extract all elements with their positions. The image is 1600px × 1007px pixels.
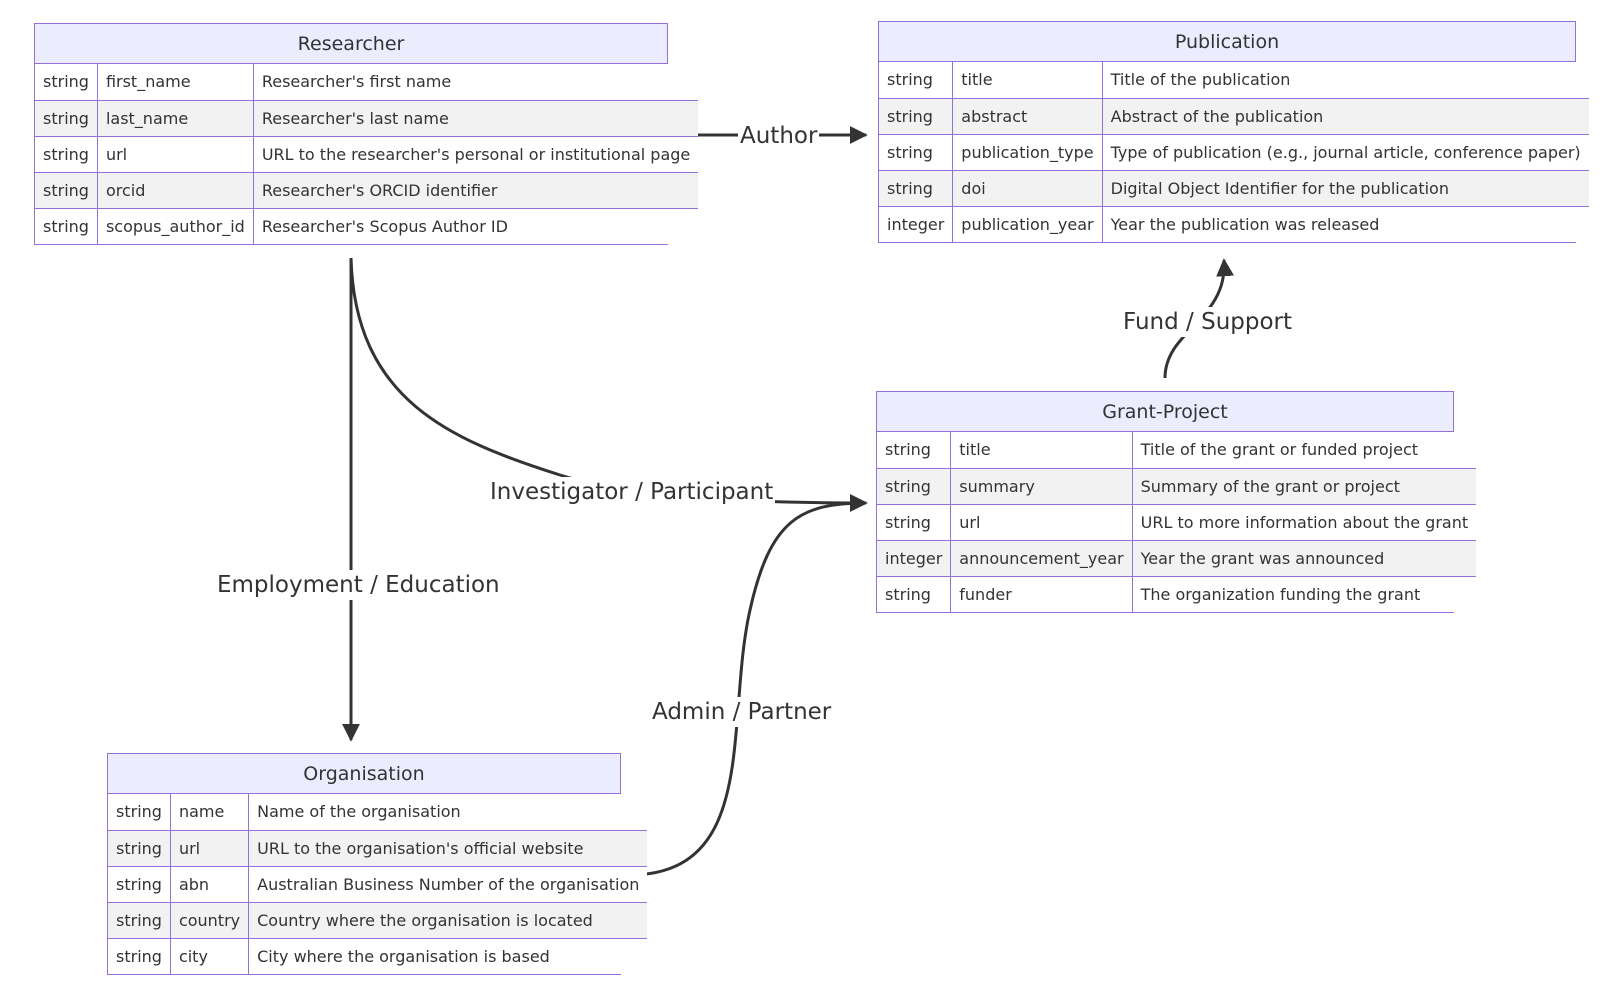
attribute-table: string name Name of the organisation str…: [108, 794, 648, 974]
attribute-table: string first_name Researcher's first nam…: [35, 64, 699, 244]
attr-name: abn: [170, 865, 250, 902]
attr-type: integer: [879, 205, 954, 242]
attr-name: scopus_author_id: [97, 207, 254, 244]
attr-name: name: [170, 794, 250, 830]
edge-label-investigator: Investigator / Participant: [488, 477, 776, 507]
entity-researcher: Researcher string first_name Researcher'…: [34, 23, 699, 245]
attr-type: string: [108, 937, 171, 974]
attr-type: integer: [877, 539, 952, 576]
entity-grant-project: Grant-Project string title Title of the …: [876, 391, 1477, 613]
attr-name: announcement_year: [950, 539, 1133, 576]
attr-type: string: [35, 135, 98, 172]
attr-desc: Researcher's Scopus Author ID: [253, 207, 699, 244]
attr-desc: City where the organisation is based: [248, 937, 648, 974]
attr-name: first_name: [97, 64, 254, 100]
attr-desc: Australian Business Number of the organi…: [248, 865, 648, 902]
attr-name: title: [952, 62, 1103, 98]
table-row: string url URL to the organisation's off…: [108, 829, 648, 866]
attr-name: publication_type: [952, 133, 1103, 170]
table-row: string url URL to more information about…: [877, 503, 1477, 540]
attr-desc: URL to the organisation's official websi…: [248, 829, 648, 866]
table-row: string first_name Researcher's first nam…: [35, 64, 699, 100]
attr-type: string: [35, 207, 98, 244]
attr-type: string: [108, 865, 171, 902]
attr-desc: URL to more information about the grant: [1132, 503, 1477, 540]
attr-type: string: [35, 64, 98, 100]
attr-desc: Country where the organisation is locate…: [248, 901, 648, 938]
attr-name: url: [97, 135, 254, 172]
attr-desc: Title of the grant or funded project: [1132, 432, 1477, 468]
attr-name: country: [170, 901, 250, 938]
edge-label-author: Author: [738, 121, 820, 151]
attr-name: city: [170, 937, 250, 974]
attr-desc: Researcher's last name: [253, 99, 699, 136]
table-row: string title Title of the publication: [879, 62, 1589, 98]
attr-name: url: [950, 503, 1133, 540]
table-row: string scopus_author_id Researcher's Sco…: [35, 207, 699, 244]
attr-type: string: [879, 97, 954, 134]
attr-name: abstract: [952, 97, 1103, 134]
table-row: string last_name Researcher's last name: [35, 99, 699, 136]
entity-title: Publication: [879, 22, 1575, 62]
attr-name: orcid: [97, 171, 254, 208]
attr-type: string: [35, 171, 98, 208]
entity-title: Grant-Project: [877, 392, 1453, 432]
table-row: string funder The organization funding t…: [877, 575, 1477, 612]
entity-title: Researcher: [35, 24, 667, 64]
edge-investigator: [349, 257, 868, 512]
attr-name: last_name: [97, 99, 254, 136]
table-row: string publication_type Type of publicat…: [879, 133, 1589, 170]
attr-desc: Year the grant was announced: [1132, 539, 1477, 576]
attr-name: title: [950, 432, 1133, 468]
table-row: string country Country where the organis…: [108, 901, 648, 938]
attr-type: string: [877, 575, 952, 612]
attr-name: funder: [950, 575, 1133, 612]
attr-type: string: [879, 62, 954, 98]
table-row: string doi Digital Object Identifier for…: [879, 169, 1589, 206]
attr-name: doi: [952, 169, 1103, 206]
attr-desc: Summary of the grant or project: [1132, 467, 1477, 504]
attr-name: publication_year: [952, 205, 1103, 242]
attr-desc: Name of the organisation: [248, 794, 648, 830]
attr-desc: The organization funding the grant: [1132, 575, 1477, 612]
table-row: string city City where the organisation …: [108, 937, 648, 974]
attribute-table: string title Title of the publication st…: [879, 62, 1589, 242]
table-row: string url URL to the researcher's perso…: [35, 135, 699, 172]
entity-organisation: Organisation string name Name of the org…: [107, 753, 648, 975]
table-row: string title Title of the grant or funde…: [877, 432, 1477, 468]
table-row: string summary Summary of the grant or p…: [877, 467, 1477, 504]
attr-type: string: [108, 794, 171, 830]
entity-title: Organisation: [108, 754, 620, 794]
attr-type: string: [879, 133, 954, 170]
edge-admin-partner: [628, 494, 868, 877]
attr-type: string: [35, 99, 98, 136]
table-row: string abn Australian Business Number of…: [108, 865, 648, 902]
entity-publication: Publication string title Title of the pu…: [878, 21, 1589, 243]
edge-label-admin-partner: Admin / Partner: [650, 697, 834, 727]
table-row: string orcid Researcher's ORCID identifi…: [35, 171, 699, 208]
table-row: integer publication_year Year the public…: [879, 205, 1589, 242]
table-row: integer announcement_year Year the grant…: [877, 539, 1477, 576]
edge-label-fund-support: Fund / Support: [1121, 307, 1295, 337]
attr-desc: Title of the publication: [1102, 62, 1589, 98]
edge-label-employment: Employment / Education: [215, 570, 502, 600]
attr-type: string: [877, 503, 952, 540]
attr-type: string: [877, 467, 952, 504]
attr-type: string: [108, 901, 171, 938]
attr-name: url: [170, 829, 250, 866]
attr-desc: Type of publication (e.g., journal artic…: [1102, 133, 1589, 170]
table-row: string name Name of the organisation: [108, 794, 648, 830]
attr-desc: Researcher's ORCID identifier: [253, 171, 699, 208]
attr-desc: Digital Object Identifier for the public…: [1102, 169, 1589, 206]
attr-type: string: [879, 169, 954, 206]
attr-desc: URL to the researcher's personal or inst…: [253, 135, 699, 172]
attr-type: string: [877, 432, 952, 468]
table-row: string abstract Abstract of the publicat…: [879, 97, 1589, 134]
attr-desc: Abstract of the publication: [1102, 97, 1589, 134]
attr-desc: Year the publication was released: [1102, 205, 1589, 242]
attr-name: summary: [950, 467, 1133, 504]
attribute-table: string title Title of the grant or funde…: [877, 432, 1477, 612]
attr-desc: Researcher's first name: [253, 64, 699, 100]
attr-type: string: [108, 829, 171, 866]
